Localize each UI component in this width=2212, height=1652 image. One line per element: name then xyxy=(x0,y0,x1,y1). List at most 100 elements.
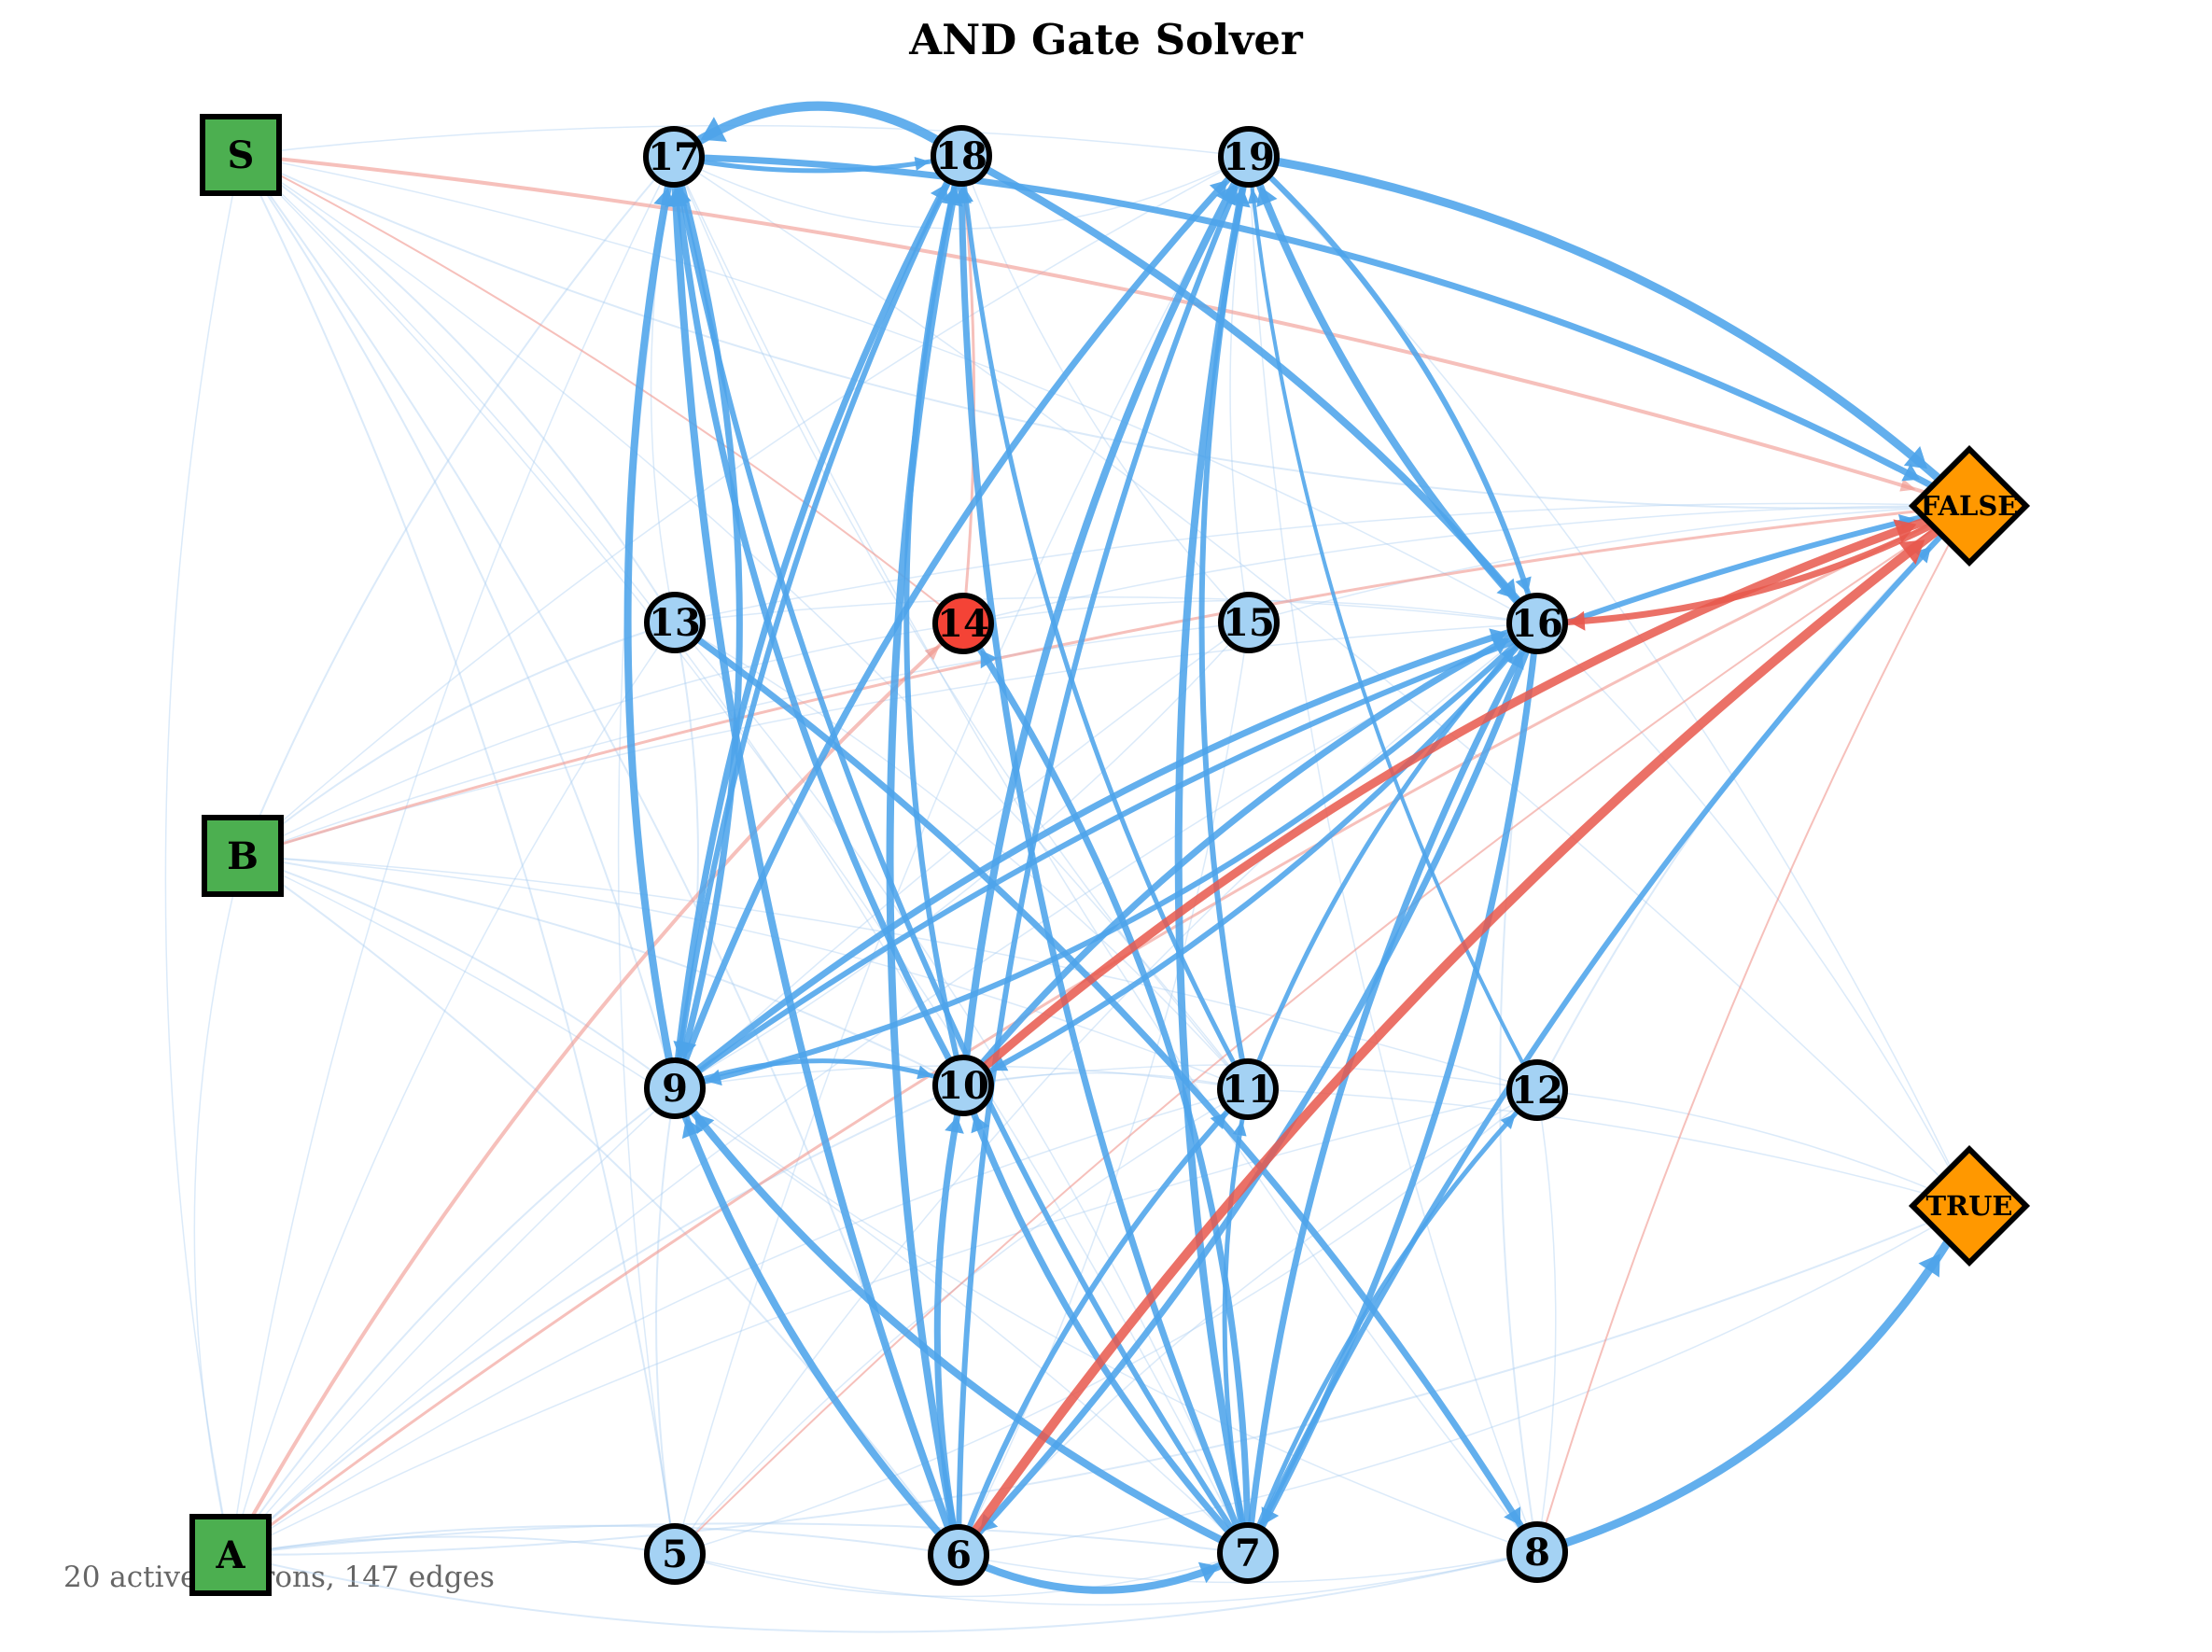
arrowhead-icon xyxy=(1231,188,1249,204)
square-shape xyxy=(189,1514,272,1596)
edge-S-19 xyxy=(240,124,1250,158)
arrowhead-icon xyxy=(917,1065,933,1080)
edge-A-8 xyxy=(230,1551,1538,1633)
edge-6-9 xyxy=(671,1086,961,1558)
edge-5-FALSE xyxy=(674,505,1970,1555)
node-label: B xyxy=(227,834,259,878)
edge-7-14 xyxy=(960,622,1252,1554)
arrowhead-icon xyxy=(706,1069,722,1086)
edge-B-14 xyxy=(242,623,964,857)
edge-5-9 xyxy=(655,1087,676,1555)
edge-13-11 xyxy=(674,622,1249,1090)
node-label: A xyxy=(215,1533,245,1577)
circle-shape xyxy=(931,125,992,187)
arrowhead-icon xyxy=(1568,610,1586,631)
edge-5-7 xyxy=(674,1552,1249,1598)
edge-7-18 xyxy=(958,155,1252,1555)
circle-shape xyxy=(644,1523,706,1585)
arrowhead-icon xyxy=(914,157,931,171)
arrowhead-icon xyxy=(1232,1120,1247,1137)
edge-19-16 xyxy=(1246,154,1540,624)
edge-9-17 xyxy=(623,156,679,1089)
node-13: 13 xyxy=(644,592,706,653)
edge-A-7 xyxy=(230,1522,1249,1556)
edge-S-13 xyxy=(240,154,676,623)
edge-11-18 xyxy=(959,155,1251,1091)
edge-A-17 xyxy=(230,156,675,1556)
edge-A-FALSE xyxy=(230,504,1970,1557)
node-15: 15 xyxy=(1218,592,1280,653)
node-label: 15 xyxy=(1223,601,1275,645)
edge-7-19 xyxy=(1174,156,1253,1554)
circle-shape xyxy=(928,1524,989,1586)
edge-A-6 xyxy=(230,1524,959,1556)
edge-B-10 xyxy=(242,855,964,1086)
arrowhead-icon xyxy=(924,645,941,661)
edge-15-FALSE xyxy=(1248,505,1970,623)
status-text: 20 active neurons, 147 edges xyxy=(63,1561,495,1594)
node-label: TRUE xyxy=(1925,1190,2012,1222)
node-label: 7 xyxy=(1235,1532,1261,1575)
node-label: 14 xyxy=(937,602,989,646)
edge-12-19 xyxy=(1247,156,1539,1091)
edge-13-FALSE xyxy=(674,502,1970,623)
edge-A-5 xyxy=(230,1535,676,1556)
edge-10-16 xyxy=(960,620,1539,1088)
circle-shape xyxy=(1218,592,1280,653)
arrowhead-icon xyxy=(1903,446,1928,469)
arrowhead-icon xyxy=(693,1113,715,1135)
edge-15-18 xyxy=(960,155,1250,623)
edge-A-B xyxy=(193,855,244,1556)
square-shape xyxy=(200,114,282,196)
edge-S-FALSE xyxy=(240,153,1970,508)
node-8: 8 xyxy=(1506,1521,1568,1583)
edge-6-FALSE xyxy=(954,502,1973,1558)
edge-6-TRUE xyxy=(958,1205,1970,1556)
node-label: 12 xyxy=(1511,1069,1563,1113)
edge-7-11 xyxy=(1222,1088,1251,1554)
edge-15-9 xyxy=(674,622,1250,1089)
edge-A-10 xyxy=(230,1085,964,1556)
edge-S-11 xyxy=(240,154,1249,1090)
arrowhead-icon xyxy=(681,1117,704,1140)
circle-shape xyxy=(932,1055,994,1116)
node-S: S xyxy=(200,114,282,196)
circle-shape xyxy=(1506,593,1568,654)
arrowhead-icon xyxy=(959,187,973,203)
edge-A-TRUE xyxy=(230,1205,1970,1556)
edge-5-11 xyxy=(674,1088,1249,1555)
edge-11-17 xyxy=(673,156,1249,1090)
edge-9-16 xyxy=(672,620,1539,1091)
edge-11-TRUE xyxy=(1247,1088,1970,1207)
edge-5-17 xyxy=(617,156,676,1555)
diamond-shape xyxy=(1908,444,2031,567)
arrowhead-icon xyxy=(1893,519,1917,543)
edge-13-16 xyxy=(674,596,1538,624)
edge-16-7 xyxy=(1244,623,1541,1555)
arrowhead-icon xyxy=(971,1114,989,1134)
node-label: 19 xyxy=(1223,135,1275,179)
arrowhead-icon xyxy=(945,1116,964,1134)
edge-B-12 xyxy=(242,855,1538,1091)
edge-18-16 xyxy=(959,152,1541,626)
node-label: 6 xyxy=(945,1533,972,1577)
circle-shape xyxy=(932,593,994,654)
edge-A-S xyxy=(164,154,242,1556)
node-B: B xyxy=(202,815,284,897)
arrowhead-icon xyxy=(1500,1113,1516,1129)
edge-8-9 xyxy=(674,1087,1538,1553)
arrowhead-icon xyxy=(1197,1561,1220,1584)
edge-B-11 xyxy=(242,855,1249,1090)
node-18: 18 xyxy=(931,125,992,187)
edge-8-FALSE xyxy=(1536,505,1970,1553)
arrowhead-icon xyxy=(1504,1506,1521,1526)
node-10: 10 xyxy=(932,1055,994,1116)
edge-S-10 xyxy=(240,154,964,1086)
arrowhead-icon xyxy=(673,1041,691,1057)
circle-shape xyxy=(1218,126,1280,188)
edge-16-TRUE xyxy=(1536,623,1970,1207)
edge-18-9 xyxy=(672,154,964,1089)
edge-13-8 xyxy=(672,620,1540,1554)
square-shape xyxy=(202,815,284,897)
